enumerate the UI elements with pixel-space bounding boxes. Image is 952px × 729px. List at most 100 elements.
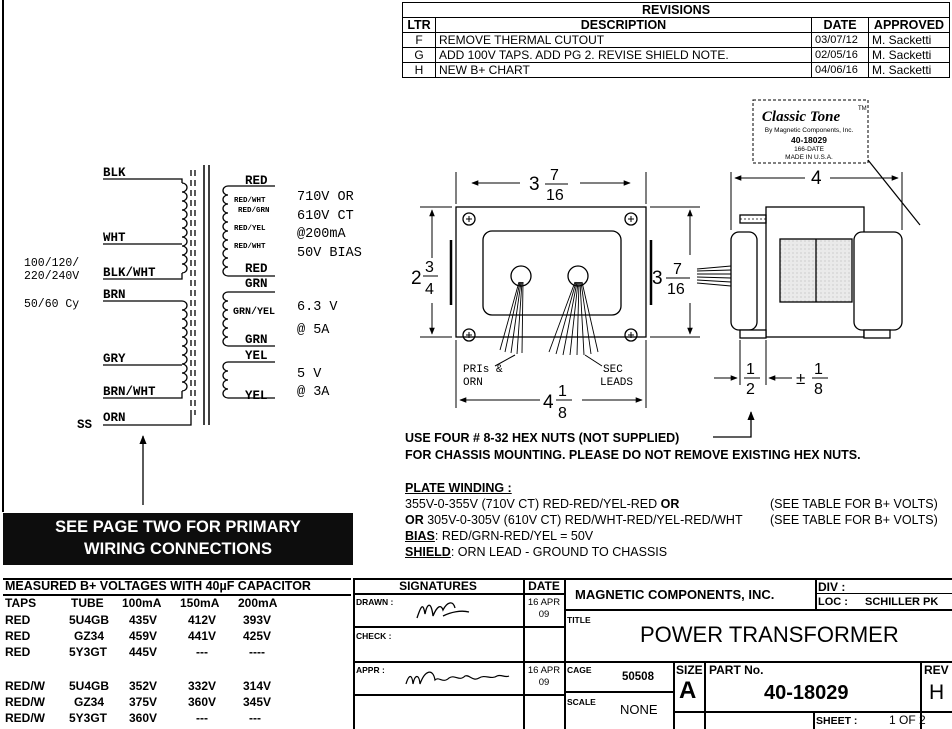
dim-top-den: 16 <box>546 187 564 204</box>
bplus-cell: GZ34 <box>74 695 105 709</box>
primary-wiring-banner: SEE PAGE TWO FOR PRIMARY WIRING CONNECTI… <box>3 513 353 565</box>
dim-bottom-den: 8 <box>558 405 567 422</box>
lead-orn: ORN <box>103 411 126 425</box>
input-voltage-line2: 220/240V <box>24 270 79 283</box>
lead-ss: SS <box>77 418 93 432</box>
rating-rectifier-1: 5 V <box>297 367 322 382</box>
bplus-cell: 441V <box>188 629 217 643</box>
lead-labels: PRIs & ORN SEC LEADS <box>463 364 633 389</box>
partno-label: PART No. <box>709 663 764 677</box>
secondary-hv-coil <box>222 185 229 277</box>
bplus-cell: GZ34 <box>74 629 105 643</box>
dim-right-num: 7 <box>673 261 682 278</box>
dim-eighth-num: 1 <box>814 361 823 378</box>
side-view <box>696 172 903 385</box>
rating-hv-2: 610V CT <box>297 209 354 224</box>
bplus-cell: 435V <box>129 613 158 627</box>
revision-row: F REMOVE THERMAL CUTOUT 03/07/12 M. Sack… <box>402 32 950 48</box>
input-frequency: 50/60 Cy <box>24 298 79 311</box>
lead-red-2: RED <box>245 262 268 276</box>
mount-note-line2: FOR CHASSIS MOUNTING. PLEASE DO NOT REMO… <box>405 448 861 462</box>
dim-bottom-num: 1 <box>558 383 567 400</box>
revision-approved: M. Sacketti <box>868 62 950 78</box>
bplus-cell: 425V <box>243 629 272 643</box>
partno-value: 40-18029 <box>764 682 849 704</box>
title-block: SIGNATURES DATE DRAWN : 16 APR 09 CHECK … <box>353 578 952 729</box>
rev-label: REV <box>924 663 949 677</box>
cage-value: 50508 <box>622 671 654 683</box>
plate-2-or: OR <box>405 513 424 527</box>
appr-label: APPR : <box>356 665 385 675</box>
dim-left-whole: 2 <box>411 268 422 289</box>
rating-rectifier-2: @ 3A <box>297 385 330 400</box>
bias-note: BIAS: RED/GRN-RED/YEL = 50V <box>405 529 593 543</box>
title-value: POWER TRANSFORMER <box>640 622 899 647</box>
revision-description: NEW B+ CHART <box>435 62 812 78</box>
front-view <box>449 206 653 367</box>
dim-side-width: 4 <box>811 168 822 189</box>
plate-2-see: (SEE TABLE FOR B+ VOLTS) <box>770 513 938 527</box>
dim-top-num: 7 <box>550 167 559 184</box>
front-dimension-labels: 3 7 16 2 3 4 3 7 16 4 1 8 <box>411 167 690 422</box>
lead-brn-wht: BRN/WHT <box>103 385 156 399</box>
drawn-date-1: 16 APR <box>527 597 561 608</box>
dim-left-den: 4 <box>425 281 434 298</box>
bplus-cell: 412V <box>188 613 217 627</box>
lead-wht: WHT <box>103 231 126 245</box>
plate-1-text: 355V-0-355V (710V CT) RED-RED/YEL-RED <box>405 497 658 511</box>
lead-red-wht-b: RED/WHT <box>234 243 266 251</box>
plate-1-or: OR <box>660 497 680 511</box>
bias-text: : RED/GRN-RED/YEL = 50V <box>434 529 594 543</box>
bplus-header-100: 100mA <box>122 596 162 610</box>
shield-label: SHIELD <box>405 545 451 559</box>
bplus-cell: 5Y3GT <box>69 711 108 725</box>
banner-line-1: SEE PAGE TWO FOR PRIMARY <box>55 518 301 536</box>
revision-approved: M. Sacketti <box>868 32 950 48</box>
bplus-cell: 375V <box>129 695 158 709</box>
drawn-label: DRAWN : <box>356 597 394 607</box>
shield-text: : ORN LEAD - GROUND TO CHASSIS <box>450 545 668 559</box>
bplus-cell: 5U4GB <box>69 679 110 693</box>
pri-label-2: ORN <box>463 377 483 389</box>
bplus-cell: --- <box>249 711 261 725</box>
bplus-cell: 332V <box>188 679 217 693</box>
bplus-cell: 352V <box>129 679 158 693</box>
bplus-cell: RED/W <box>5 679 45 693</box>
check-label: CHECK : <box>356 631 392 641</box>
lead-blk: BLK <box>103 166 126 180</box>
sec-label-2: LEADS <box>600 377 633 389</box>
dim-bottom-whole: 4 <box>543 392 554 413</box>
bplus-cell: 5Y3GT <box>69 645 108 659</box>
primary-labels: BLK WHT BLK/WHT BRN GRY BRN/WHT ORN SS <box>77 166 156 432</box>
cage-label: CAGE <box>567 665 592 675</box>
logo-date: 166-DATE <box>794 146 825 153</box>
logo-made: MADE IN U.S.A. <box>785 154 833 161</box>
secondary-labels: RED RED/WHT RED/GRN RED/YEL RED/WHT RED … <box>233 174 275 403</box>
scale-value: NONE <box>620 702 658 717</box>
lead-red-wht-a: RED/WHT <box>234 197 266 205</box>
plate-line-1: 355V-0-355V (710V CT) RED-RED/YEL-RED OR… <box>405 497 950 511</box>
rating-filament-1: 6.3 V <box>297 300 338 315</box>
dim-half-den: 2 <box>746 381 755 398</box>
lead-grn-2: GRN <box>245 333 268 347</box>
lead-gry: GRY <box>103 352 126 366</box>
bplus-cell: RED/W <box>5 711 45 725</box>
logo-leader <box>867 159 921 226</box>
drawn-signature <box>416 602 470 619</box>
rating-filament-2: @ 5A <box>297 323 330 338</box>
secondary-filament-coil <box>222 291 229 347</box>
bplus-cell: ---- <box>249 645 265 659</box>
revisions-block: REVISIONS LTR DESCRIPTION DATE APPROVED … <box>402 2 950 78</box>
dim-half-num: 1 <box>746 361 755 378</box>
bplus-header-150: 150mA <box>180 596 220 610</box>
plate-line-2: OR 305V-0-305V (610V CT) RED/WHT-RED/YEL… <box>405 513 950 527</box>
plate-1-see: (SEE TABLE FOR B+ VOLTS) <box>770 497 938 511</box>
plate-2-text: 305V-0-305V (610V CT) RED/WHT-RED/YEL-RE… <box>427 513 743 527</box>
sheet-value: 1 OF 2 <box>889 713 926 727</box>
title-label: TITLE <box>567 615 591 625</box>
bplus-cell: RED/W <box>5 695 45 709</box>
size-label: SIZE <box>676 663 703 677</box>
revision-row: H NEW B+ CHART 04/06/16 M. Sacketti <box>402 62 950 78</box>
dim-top-whole: 3 <box>529 174 540 195</box>
